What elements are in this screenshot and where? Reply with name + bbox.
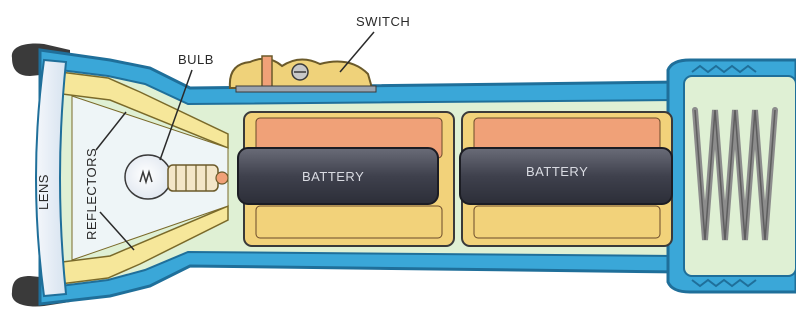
screw-icon [292, 64, 308, 80]
battery-1-label: BATTERY [302, 169, 364, 184]
battery-2-label: BATTERY [526, 164, 588, 179]
bulb-label: BULB [178, 52, 214, 67]
battery-2 [460, 112, 672, 246]
reflectors-label: REFLECTORS [84, 148, 99, 240]
switch-contact [262, 56, 272, 90]
lens-label: LENS [36, 174, 51, 210]
switch-label: SWITCH [356, 14, 410, 29]
switch-strip [236, 86, 376, 92]
